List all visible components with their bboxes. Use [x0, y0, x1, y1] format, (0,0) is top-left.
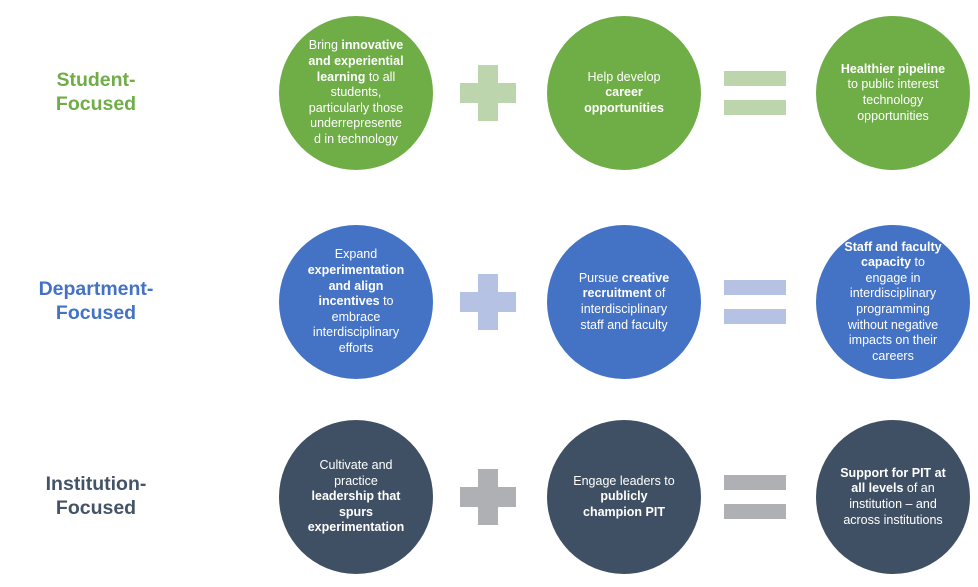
department-row: Department-Focused Expand experimentatio… — [0, 225, 978, 379]
text-segment: Engage leaders to — [573, 473, 675, 488]
student-row-label: Student-Focused — [55, 69, 137, 115]
text-segment: Bring — [308, 38, 342, 53]
institution-row: Institution-Focused Cultivate and practi… — [0, 420, 978, 574]
text-segment: of interdisciplinary staff and faculty — [580, 286, 668, 332]
student-circle-2-text: Help develop career opportunities — [572, 70, 676, 117]
student-row: Student-Focused Bring innovative and exp… — [0, 16, 978, 170]
institution-circle-2-text: Engage leaders to publicly champion PIT — [572, 474, 676, 521]
text-segment-bold: career opportunities — [584, 85, 664, 115]
department-circle-3: Staff and faculty capacity to engage in … — [816, 225, 970, 379]
plus-horizontal-bar — [460, 292, 516, 312]
department-circle-1: Expand experimentation and align incenti… — [279, 225, 433, 379]
institution-row-label: Institution-Focused — [45, 473, 147, 519]
text-segment: Expand — [334, 247, 378, 262]
text-segment: to embrace interdisciplinary efforts — [312, 294, 400, 356]
text-segment: to public interest technology opportunit… — [847, 77, 939, 123]
text-segment-bold: publicly champion PIT — [583, 489, 665, 519]
text-segment: to engage in interdisciplinary programmi… — [847, 255, 939, 363]
student-circle-3: Healthier pipeline to public interest te… — [816, 16, 970, 170]
text-segment-bold: creative recruitment — [582, 270, 670, 301]
text-segment: Cultivate and practice — [319, 457, 393, 488]
institution-circle-1-text: Cultivate and practice leadership that s… — [303, 458, 409, 536]
equals-bar — [724, 280, 786, 295]
text-segment: d in technology — [313, 132, 399, 147]
student-circle-1: Bring innovative and experiential learni… — [279, 16, 433, 170]
department-circle-2-text: Pursue creative recruitment of interdisc… — [569, 271, 679, 334]
equals-bar — [724, 504, 786, 519]
institution-circle-2: Engage leaders to publicly champion PIT — [547, 420, 701, 574]
equals-icon — [724, 475, 786, 519]
plus-icon — [460, 274, 516, 330]
student-circle-1-text: Bring innovative and experiential learni… — [300, 38, 412, 147]
text-segment: of an institution – and across instituti… — [843, 481, 943, 527]
equals-bar — [724, 475, 786, 490]
text-segment-bold: leadership that spurs experimentation — [307, 489, 405, 535]
department-circle-2: Pursue creative recruitment of interdisc… — [547, 225, 701, 379]
equals-icon — [724, 71, 786, 115]
student-circle-2: Help develop career opportunities — [547, 16, 701, 170]
text-segment-bold: experimentation and align incentives — [307, 262, 405, 309]
department-circle-1-text: Expand experimentation and align incenti… — [302, 247, 410, 356]
equals-bar — [724, 309, 786, 324]
department-circle-3-text: Staff and faculty capacity to engage in … — [840, 240, 946, 365]
plus-icon — [460, 65, 516, 121]
institution-circle-3: Support for PIT at all levels of an inst… — [816, 420, 970, 574]
text-segment: Help develop — [587, 69, 661, 84]
institution-circle-1: Cultivate and practice leadership that s… — [279, 420, 433, 574]
text-segment-bold: Support for PIT at all levels — [840, 465, 946, 496]
institution-circle-3-text: Support for PIT at all levels of an inst… — [838, 466, 948, 529]
equals-icon — [724, 280, 786, 324]
plus-horizontal-bar — [460, 487, 516, 507]
text-segment: Pursue — [578, 270, 622, 285]
text-segment: to all students, particularly those unde… — [308, 69, 404, 131]
plus-icon — [460, 469, 516, 525]
text-segment-bold: innovative and experiential learning — [308, 38, 404, 84]
text-segment-bold: Healthier pipeline — [840, 61, 946, 76]
equals-bar — [724, 71, 786, 86]
equals-bar — [724, 100, 786, 115]
department-row-label: Department-Focused — [38, 278, 154, 324]
student-circle-3-text: Healthier pipeline to public interest te… — [840, 62, 946, 125]
plus-horizontal-bar — [460, 83, 516, 103]
text-segment-bold: Staff and faculty capacity — [844, 239, 942, 270]
